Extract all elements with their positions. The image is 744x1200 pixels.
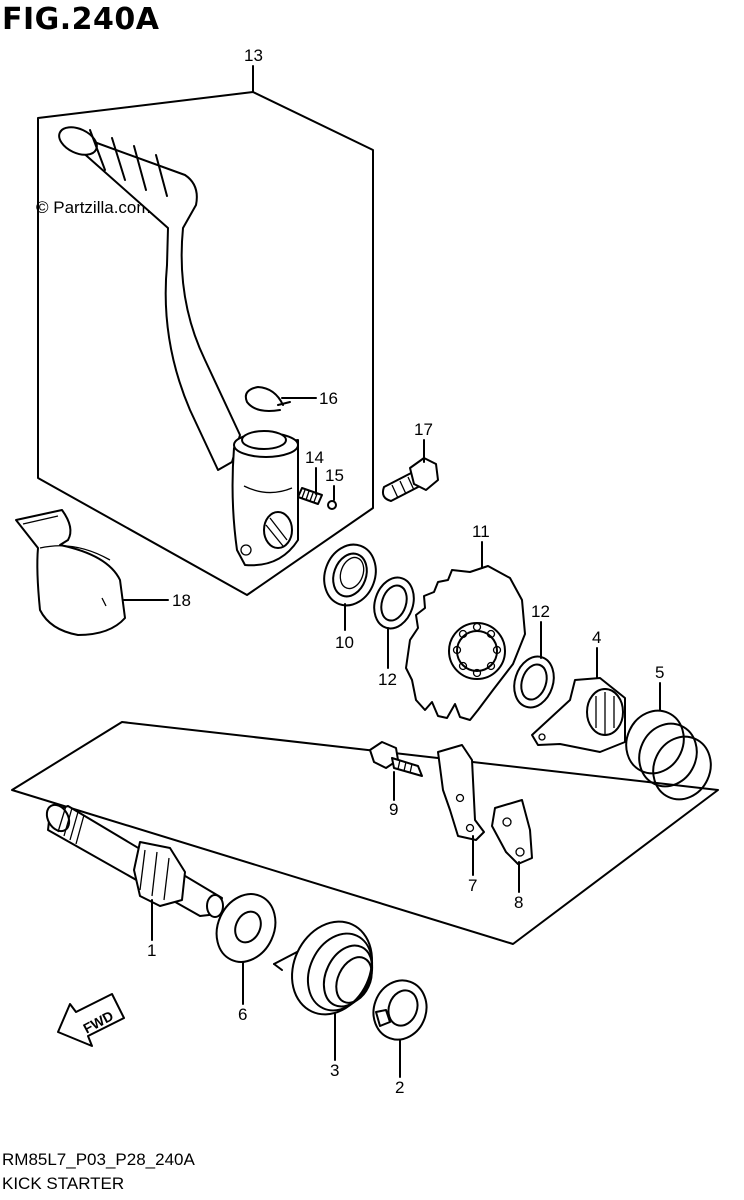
steel-ball [327,500,337,510]
callout-15: 15 [325,466,344,485]
kick-guide [531,677,626,753]
callout-3: 3 [330,1061,339,1080]
callout-9: 9 [389,800,398,819]
diagram-subtitle: KICK STARTER [2,1174,125,1193]
shaft-washer [215,893,277,963]
kick-spring [625,709,712,801]
idle-gear [405,565,526,721]
callout-5: 5 [655,663,664,682]
detent-screw [297,487,323,505]
spring-collar [372,979,428,1041]
partzilla-watermark: © Partzilla.com [36,198,151,217]
thrust-washer-right [513,655,555,709]
return-spring [273,920,374,1016]
kick-lever-assembly-box [37,91,374,596]
callout-10: 10 [335,633,354,652]
figure-title: FIG.240A [2,2,160,37]
callout-18: 18 [172,591,191,610]
circlip [244,386,291,412]
callout-17: 17 [414,420,433,439]
kick-shaft [45,803,224,918]
callout-8: 8 [514,893,523,912]
callout-12-left: 12 [378,670,397,689]
callout-6: 6 [238,1005,247,1024]
rubber-boot [15,509,126,636]
bolt-upper [381,457,439,502]
callout-4: 4 [592,628,601,647]
callout-13: 13 [244,46,263,65]
thrust-washer-left [373,576,415,630]
callout-12-right: 12 [531,602,550,621]
bolt-lower [369,741,423,777]
callout-1: 1 [147,941,156,960]
diagram-code: RM85L7_P03_P28_240A [2,1150,195,1169]
fwd-arrow-icon: FWD [57,993,125,1047]
leader-lines [123,65,661,1078]
callout-2: 2 [395,1078,404,1097]
callout-16: 16 [319,389,338,408]
kick-lever [58,126,299,567]
callout-7: 7 [468,876,477,895]
lock-plate [491,799,533,865]
shaft-assembly-box [11,721,719,945]
oil-seal [323,543,377,607]
callout-14: 14 [305,448,324,467]
stopper-plate [437,744,485,841]
callout-11: 11 [472,522,490,541]
